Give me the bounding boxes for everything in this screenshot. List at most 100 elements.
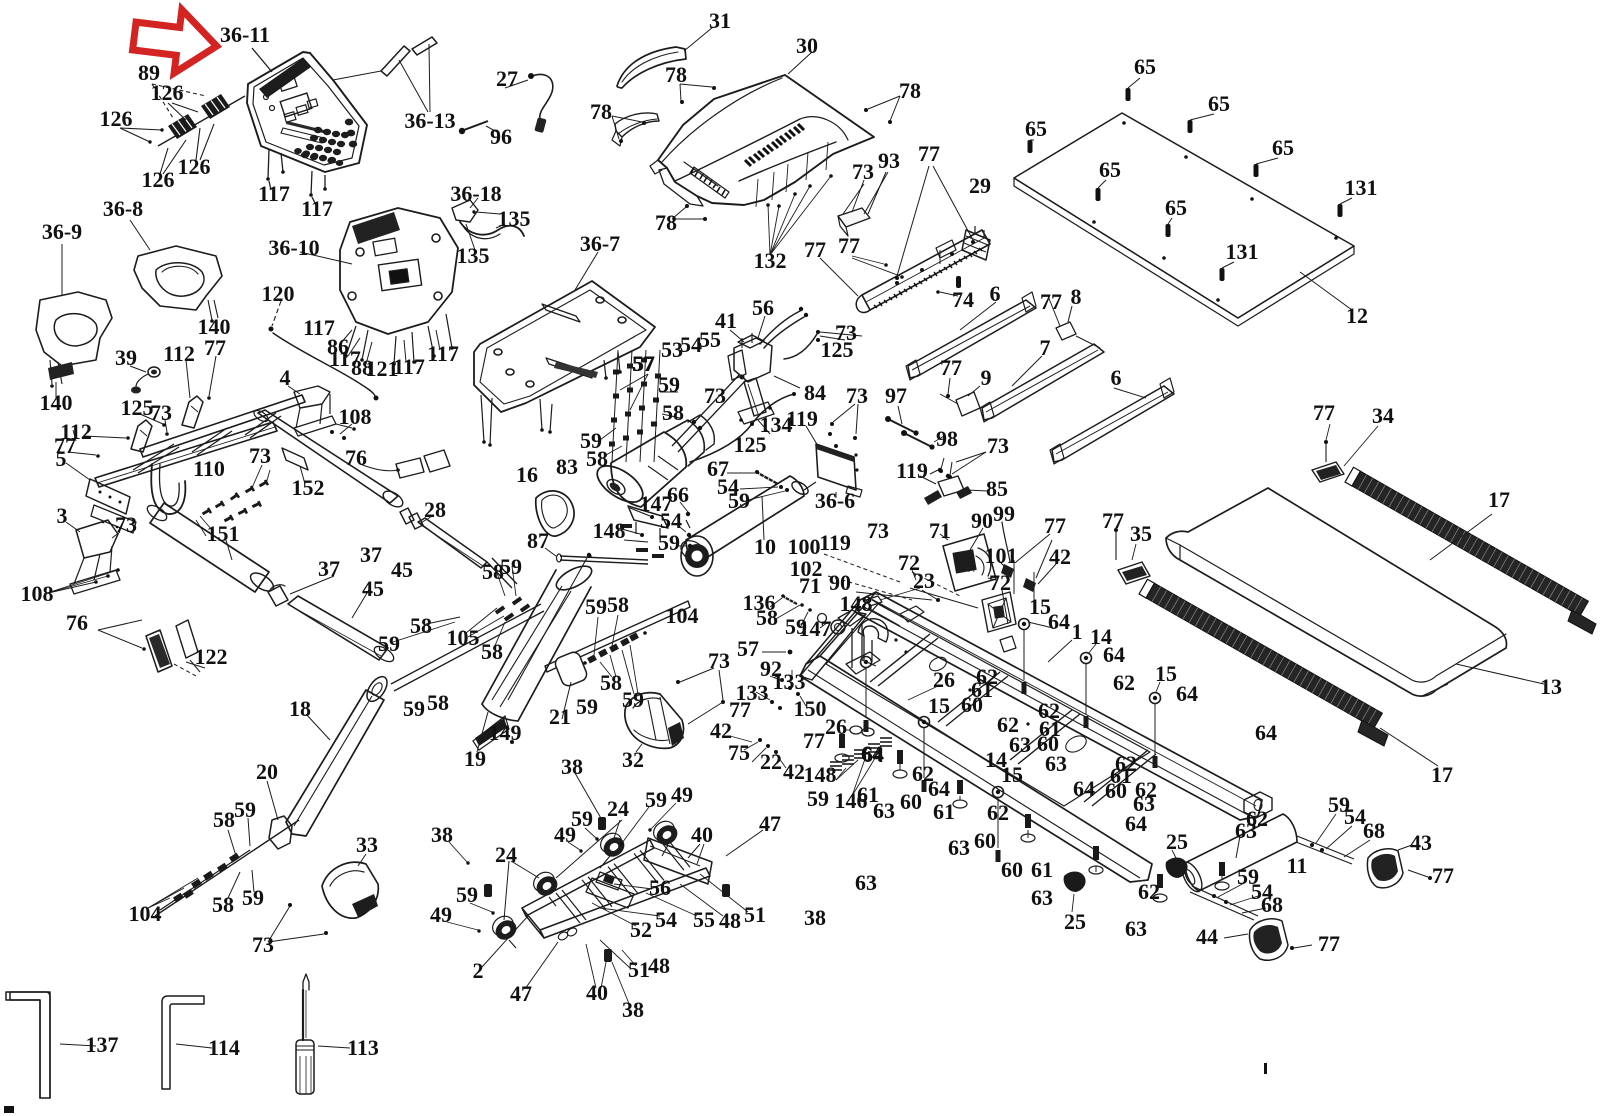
svg-text:12: 12: [1346, 303, 1368, 328]
svg-text:148: 148: [840, 591, 873, 616]
svg-text:54: 54: [680, 332, 702, 357]
svg-text:41: 41: [715, 308, 737, 333]
svg-text:73: 73: [150, 400, 172, 425]
svg-text:134: 134: [760, 412, 793, 437]
svg-text:20: 20: [256, 759, 278, 784]
svg-text:62: 62: [1115, 751, 1137, 776]
svg-text:59: 59: [785, 614, 807, 639]
svg-text:125: 125: [121, 395, 154, 420]
svg-text:117: 117: [258, 181, 290, 206]
svg-text:77: 77: [204, 335, 226, 360]
svg-text:90: 90: [971, 508, 993, 533]
svg-text:61: 61: [1110, 763, 1132, 788]
svg-text:152: 152: [292, 475, 325, 500]
svg-text:63: 63: [873, 798, 895, 823]
svg-text:35: 35: [1130, 521, 1152, 546]
svg-text:63: 63: [1235, 818, 1257, 843]
svg-text:65: 65: [1134, 54, 1156, 79]
svg-text:73: 73: [835, 320, 857, 345]
svg-text:62: 62: [1038, 698, 1060, 723]
svg-text:150: 150: [794, 696, 827, 721]
svg-text:4: 4: [280, 365, 291, 390]
svg-text:59: 59: [571, 806, 593, 831]
svg-text:108: 108: [339, 404, 372, 429]
svg-text:59: 59: [1328, 792, 1350, 817]
svg-text:21: 21: [549, 704, 571, 729]
svg-text:31: 31: [709, 8, 731, 33]
svg-text:59: 59: [658, 372, 680, 397]
svg-text:47: 47: [510, 981, 532, 1006]
svg-text:120: 120: [262, 281, 295, 306]
svg-text:66: 66: [667, 482, 689, 507]
svg-text:64: 64: [862, 742, 884, 767]
svg-text:73: 73: [249, 443, 271, 468]
svg-text:61: 61: [933, 799, 955, 824]
svg-text:61: 61: [1039, 716, 1061, 741]
svg-text:58: 58: [410, 613, 432, 638]
svg-text:8: 8: [1071, 284, 1082, 309]
svg-text:33: 33: [356, 832, 378, 857]
svg-text:71: 71: [929, 518, 951, 543]
svg-text:63: 63: [855, 870, 877, 895]
svg-text:62: 62: [987, 800, 1009, 825]
svg-text:48: 48: [648, 953, 670, 978]
svg-text:56: 56: [649, 875, 671, 900]
svg-text:55: 55: [693, 907, 715, 932]
svg-text:114: 114: [208, 1035, 240, 1060]
svg-text:52: 52: [630, 917, 652, 942]
svg-text:78: 78: [655, 210, 677, 235]
svg-text:42: 42: [1049, 544, 1071, 569]
svg-text:59: 59: [645, 787, 667, 812]
svg-text:40: 40: [586, 980, 608, 1005]
svg-text:126: 126: [151, 80, 184, 105]
svg-text:37: 37: [318, 556, 340, 581]
svg-text:76: 76: [345, 445, 367, 470]
svg-text:49: 49: [671, 782, 693, 807]
svg-text:64: 64: [861, 741, 883, 766]
svg-text:60: 60: [1105, 778, 1127, 803]
svg-text:49: 49: [554, 822, 576, 847]
svg-text:44: 44: [1196, 924, 1218, 949]
svg-text:57: 57: [632, 351, 654, 376]
svg-text:48: 48: [719, 908, 741, 933]
svg-text:36-8: 36-8: [103, 196, 143, 221]
svg-text:64: 64: [1255, 720, 1277, 745]
svg-text:62: 62: [1138, 879, 1160, 904]
svg-text:112: 112: [60, 419, 92, 444]
svg-text:37: 37: [360, 542, 382, 567]
svg-text:147: 147: [640, 491, 673, 516]
svg-text:132: 132: [754, 248, 787, 273]
svg-text:7: 7: [1040, 335, 1051, 360]
svg-text:36-6: 36-6: [815, 488, 855, 513]
svg-text:6: 6: [990, 281, 1001, 306]
svg-text:77: 77: [940, 355, 962, 380]
svg-text:126: 126: [142, 167, 175, 192]
svg-text:137: 137: [86, 1032, 119, 1057]
svg-text:73: 73: [987, 433, 1009, 458]
svg-text:9: 9: [981, 365, 992, 390]
svg-text:97: 97: [885, 383, 907, 408]
svg-text:6: 6: [1111, 365, 1122, 390]
svg-text:58: 58: [213, 807, 235, 832]
svg-text:59: 59: [807, 786, 829, 811]
svg-text:63: 63: [1009, 732, 1031, 757]
svg-text:59: 59: [1237, 864, 1259, 889]
svg-text:55: 55: [699, 327, 721, 352]
svg-text:149: 149: [489, 720, 522, 745]
svg-text:13: 13: [1540, 674, 1562, 699]
svg-text:59: 59: [500, 554, 522, 579]
svg-text:14: 14: [1090, 624, 1112, 649]
svg-text:119: 119: [819, 530, 851, 555]
svg-text:22: 22: [760, 749, 782, 774]
svg-text:29: 29: [969, 173, 991, 198]
svg-text:135: 135: [457, 243, 490, 268]
svg-text:60: 60: [974, 828, 996, 853]
svg-text:76: 76: [66, 610, 88, 635]
svg-text:62: 62: [976, 664, 998, 689]
svg-text:42: 42: [710, 718, 732, 743]
svg-text:59: 59: [658, 530, 680, 555]
svg-text:59: 59: [728, 488, 750, 513]
svg-text:86: 86: [327, 334, 349, 359]
svg-text:90: 90: [829, 570, 851, 595]
svg-text:108: 108: [21, 581, 54, 606]
